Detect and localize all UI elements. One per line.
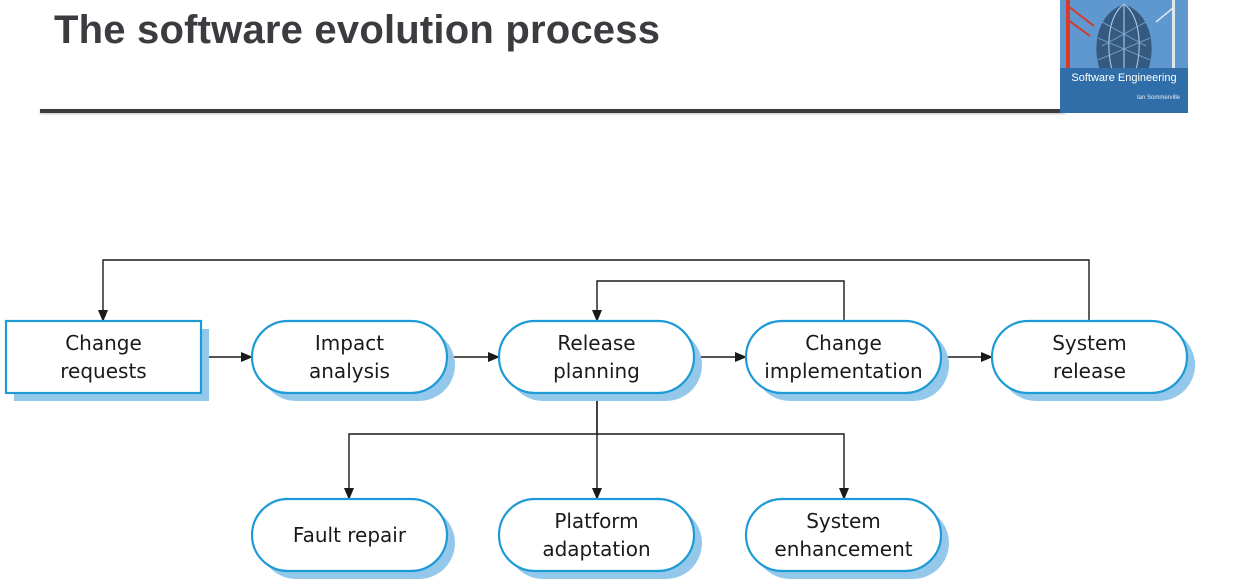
node-box (744, 497, 943, 573)
node-box (250, 319, 449, 395)
node-label-line: Fault repair (293, 523, 407, 547)
title-underline (40, 109, 1065, 113)
slide-title: The software evolution process (54, 8, 661, 52)
node-box (744, 319, 943, 395)
node-platform-adaptation: Platform adaptation (497, 497, 702, 579)
diagram-nodes: Change requests Impact analysis Release plann… (4, 319, 1195, 579)
node-system-release: System release (990, 319, 1195, 401)
arrow-change-implementation-to-release-planning (592, 280, 845, 322)
node-label-line: planning (553, 359, 640, 383)
node-label-line: Change (805, 331, 882, 355)
node-box (497, 319, 696, 395)
node-label-line: adaptation (542, 537, 650, 561)
node-change-implementation: Change implementation (744, 319, 949, 401)
node-box (990, 319, 1189, 395)
arrow-release-planning-to-fault-repair (344, 393, 598, 500)
node-label-line: implementation (764, 359, 922, 383)
node-label-line: Release (557, 331, 635, 355)
node-label-line: Impact (315, 331, 384, 355)
node-box (250, 497, 449, 573)
node-release-planning: Release planning (497, 319, 702, 401)
node-box (497, 497, 696, 573)
node-impact-analysis: Impact analysis (250, 319, 455, 401)
node-label-line: System (806, 509, 881, 533)
node-fault-repair: Fault repair (250, 497, 455, 579)
node-label-line: Platform (554, 509, 638, 533)
book-cover-author: Ian Sommerville (1136, 95, 1180, 101)
node-system-enhancement: System enhancement (744, 497, 949, 579)
book-cover-title: Software Engineering (1071, 72, 1177, 84)
node-label-line: release (1053, 359, 1126, 383)
book-cover-image: Software Engineering Ian Sommerville (1060, 0, 1188, 113)
arrow-release-planning-to-system-enhancement (597, 433, 849, 500)
arrow-system-release-to-change-requests (98, 259, 1090, 322)
node-label-line: System (1052, 331, 1127, 355)
gherkin-building-illustration (1060, 0, 1188, 113)
node-box (4, 319, 203, 395)
node-change-requests: Change requests (4, 319, 209, 401)
node-label-line: requests (60, 359, 146, 383)
node-label-line: Change (65, 331, 142, 355)
diagram-edges (98, 259, 1090, 500)
node-label-line: enhancement (774, 537, 912, 561)
node-label-line: analysis (309, 359, 390, 383)
